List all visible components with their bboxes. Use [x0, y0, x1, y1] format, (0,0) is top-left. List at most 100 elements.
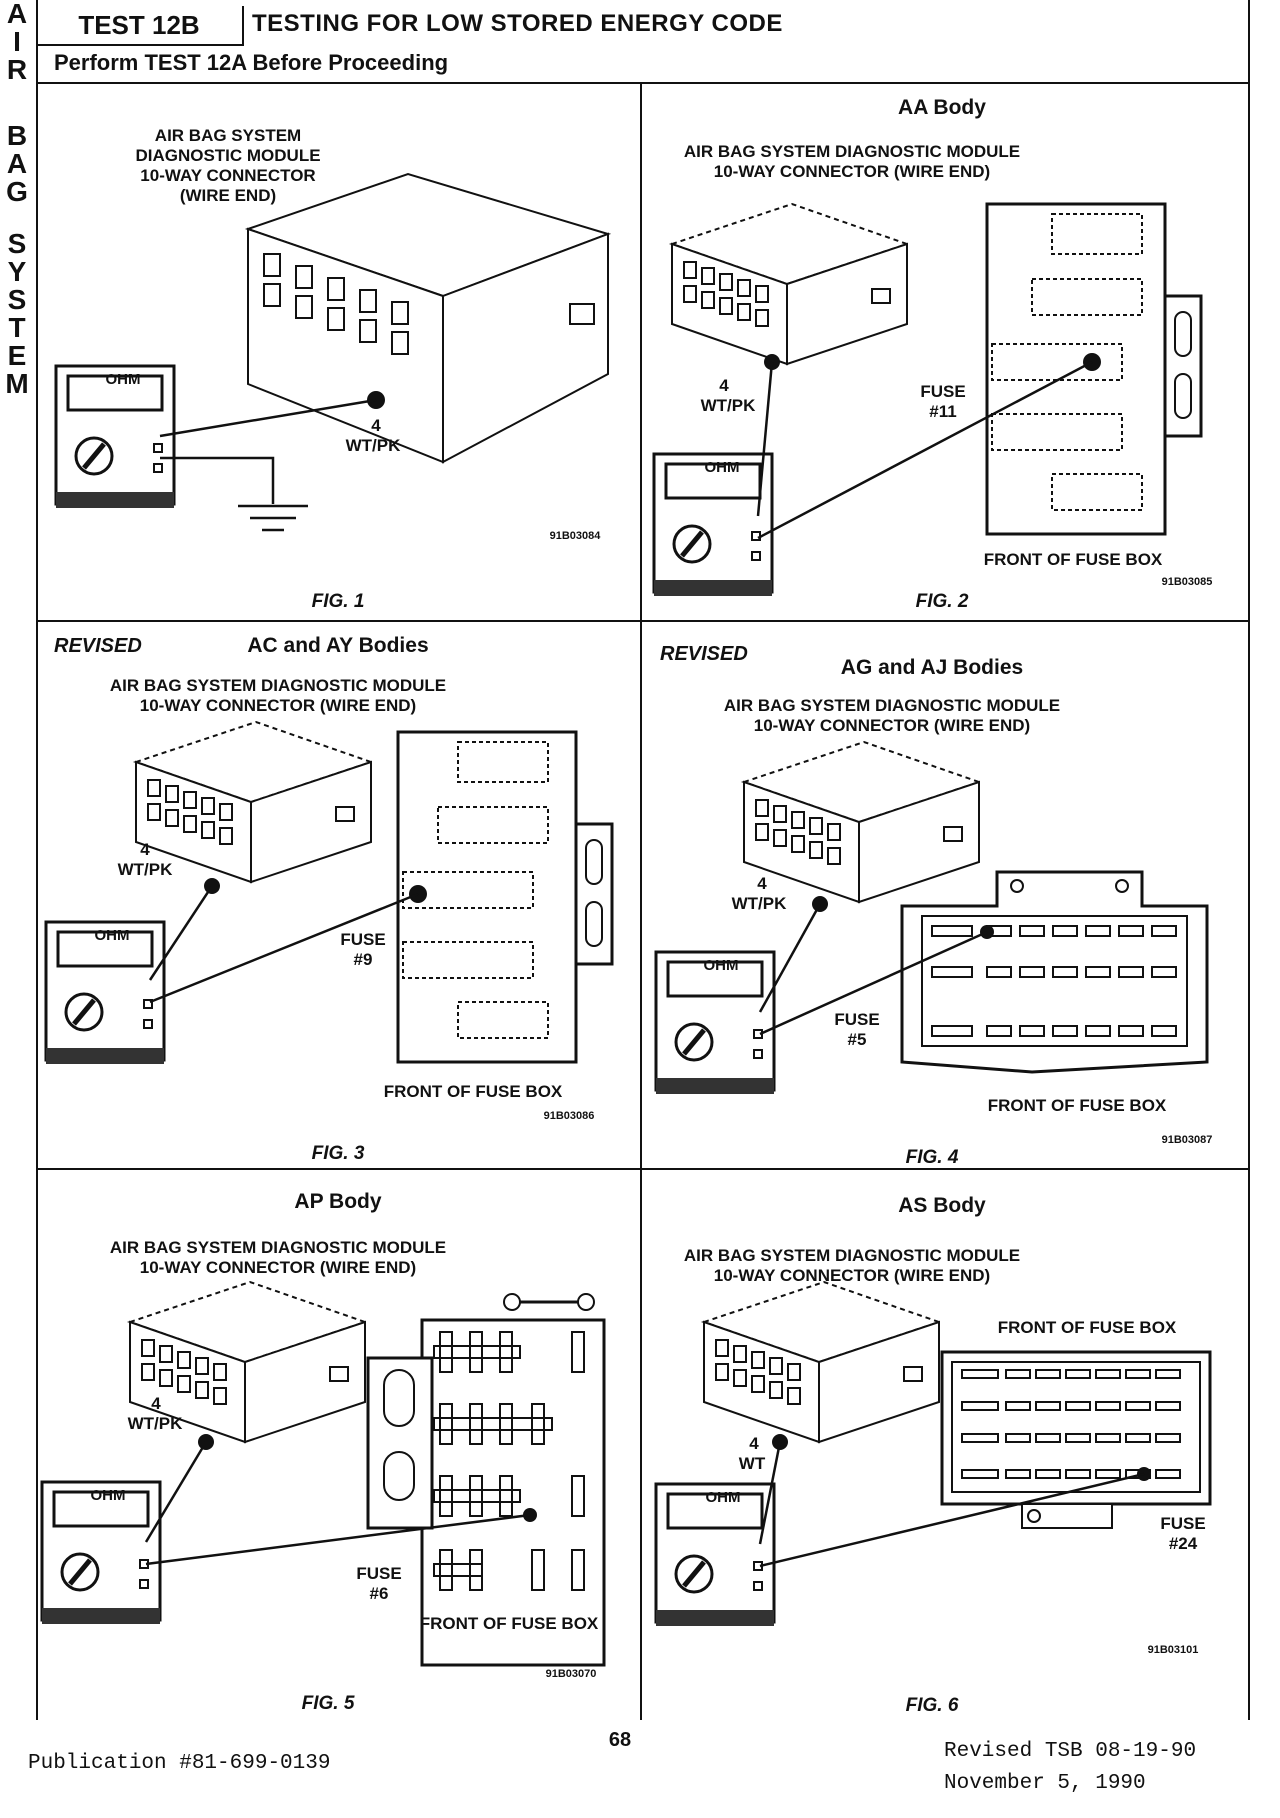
fuse-label: FUSE: [1160, 1514, 1206, 1533]
title-line: DIAGNOSTIC MODULE: [135, 146, 321, 165]
figure-code: 91B03086: [543, 1110, 595, 1122]
module-title: AIR BAG SYSTEM DIAGNOSTIC MODULE 10-WAY …: [88, 676, 468, 716]
side-letter: I: [13, 26, 21, 57]
module-title: AIR BAG SYSTEM DIAGNOSTIC MODULE 10-WAY …: [662, 1246, 1042, 1286]
fuse-label: FUSE: [356, 1564, 402, 1583]
page-title: TESTING FOR LOW STORED ENERGY CODE: [252, 10, 783, 37]
body-title: AA Body: [898, 96, 986, 119]
wire-color: WT/PK: [731, 894, 787, 913]
figure-caption: FIG. 1: [311, 591, 365, 612]
side-letter: A: [6, 0, 28, 29]
figure-caption: FIG. 5: [301, 1693, 355, 1714]
fig6-diagram: [642, 1281, 1212, 1720]
body-title: AG and AJ Bodies: [840, 656, 1024, 679]
divider: [640, 82, 642, 1720]
wire-color: WT/PK: [127, 1414, 183, 1433]
title-line: AIR BAG SYSTEM DIAGNOSTIC MODULE: [683, 142, 1021, 161]
title-line: 10-WAY CONNECTOR: [140, 166, 316, 185]
wire-number: 4: [749, 1434, 759, 1453]
title-line: AIR BAG SYSTEM DIAGNOSTIC MODULE: [723, 696, 1061, 715]
title-line: 10-WAY CONNECTOR (WIRE END): [139, 696, 417, 715]
side-letter: S: [7, 228, 27, 259]
wire-color: WT/PK: [345, 436, 401, 455]
figure-panel-6: AS Body AIR BAG SYSTEM DIAGNOSTIC MODULE…: [642, 1170, 1246, 1720]
figure-caption: FIG. 6: [905, 1695, 959, 1716]
revised-label: REVISED: [54, 635, 142, 657]
figure-code: 91B03101: [1147, 1644, 1199, 1656]
fig1-diagram: [38, 172, 612, 532]
figure-code: 91B03084: [549, 530, 601, 542]
side-letter: E: [7, 340, 27, 371]
ohm-meter-label: OHM: [703, 957, 739, 974]
title-line: AIR BAG SYSTEM DIAGNOSTIC MODULE: [109, 1238, 447, 1257]
title-line: 10-WAY CONNECTOR (WIRE END): [753, 716, 1031, 735]
fig2-diagram: [642, 202, 1203, 620]
fuse-label: FUSE: [920, 382, 966, 401]
side-letter: R: [6, 54, 28, 85]
side-section-label: A I R B A G S Y S T E M: [4, 0, 30, 398]
figure-code: 91B03087: [1161, 1134, 1213, 1146]
test-id: TEST 12B: [36, 6, 244, 46]
fuse-number: #5: [847, 1030, 867, 1049]
side-letter: S: [7, 284, 27, 315]
wire-number: 4: [757, 874, 767, 893]
figure-panel-3: REVISED AC and AY Bodies AIR BAG SYSTEM …: [38, 622, 640, 1168]
front-of-fuse-box-label: FRONT OF FUSE BOX: [383, 1082, 563, 1101]
fig5-diagram: [38, 1281, 606, 1667]
fig4-diagram: [642, 741, 1209, 1168]
title-line: AIR BAG SYSTEM: [154, 126, 302, 145]
fuse-number: #9: [353, 950, 373, 969]
figure-panel-5: AP Body AIR BAG SYSTEM DIAGNOSTIC MODULE…: [38, 1170, 640, 1720]
title-line: (WIRE END): [179, 186, 277, 205]
module-title: AIR BAG SYSTEM DIAGNOSTIC MODULE 10-WAY …: [702, 696, 1082, 736]
figure-panel-1: AIR BAG SYSTEM DIAGNOSTIC MODULE 10-WAY …: [38, 84, 640, 620]
figure-caption: FIG. 4: [905, 1147, 959, 1168]
ohm-meter-label: OHM: [105, 371, 141, 388]
module-title: AIR BAG SYSTEM DIAGNOSTIC MODULE 10-WAY …: [88, 1238, 468, 1278]
revised-label: REVISED: [660, 643, 748, 665]
ohm-meter-label: OHM: [90, 1487, 126, 1504]
divider: [36, 82, 1248, 84]
front-of-fuse-box-label: FRONT OF FUSE BOX: [987, 1096, 1167, 1115]
front-of-fuse-box-label: FRONT OF FUSE BOX: [983, 550, 1163, 569]
side-letter: Y: [7, 256, 27, 287]
side-letter: T: [8, 312, 26, 343]
page-frame: [36, 0, 1250, 1720]
figure-caption: FIG. 2: [915, 591, 969, 612]
module-title: AIR BAG SYSTEM DIAGNOSTIC MODULE 10-WAY …: [108, 126, 348, 206]
revision-note: Revised TSB 08-19-90: [944, 1740, 1197, 1763]
side-letter: M: [5, 368, 29, 399]
body-title: AS Body: [898, 1194, 986, 1217]
figure-code: 91B03085: [1161, 576, 1213, 588]
body-title: AP Body: [294, 1190, 382, 1213]
fuse-number: #6: [369, 1584, 389, 1603]
fuse-label: FUSE: [834, 1010, 880, 1029]
publication-number: Publication #81-699-0139: [28, 1752, 331, 1775]
title-line: AIR BAG SYSTEM DIAGNOSTIC MODULE: [109, 676, 447, 695]
fuse-label: FUSE: [340, 930, 386, 949]
fuse-number: #24: [1168, 1534, 1198, 1553]
wire-color: WT/PK: [700, 396, 756, 415]
page-number: 68: [608, 1729, 632, 1751]
title-line: AIR BAG SYSTEM DIAGNOSTIC MODULE: [683, 1246, 1021, 1265]
fuse-number: #11: [929, 402, 957, 421]
figure-panel-4: REVISED AG and AJ Bodies AIR BAG SYSTEM …: [642, 622, 1246, 1168]
figure-code: 91B03070: [545, 1668, 597, 1680]
wire-number: 4: [151, 1394, 161, 1413]
ohm-meter-label: OHM: [704, 459, 740, 476]
title-line: 10-WAY CONNECTOR (WIRE END): [713, 1266, 991, 1285]
divider: [36, 1168, 1248, 1170]
page-subtitle: Perform TEST 12A Before Proceeding: [54, 50, 449, 75]
side-letter: G: [6, 176, 28, 207]
module-title: AIR BAG SYSTEM DIAGNOSTIC MODULE 10-WAY …: [662, 142, 1042, 182]
front-of-fuse-box-label: FRONT OF FUSE BOX: [419, 1614, 599, 1633]
title-line: 10-WAY CONNECTOR (WIRE END): [713, 162, 991, 181]
figure-panel-2: AA Body AIR BAG SYSTEM DIAGNOSTIC MODULE…: [642, 84, 1246, 620]
side-letter: B: [6, 120, 28, 151]
front-of-fuse-box-label: FRONT OF FUSE BOX: [997, 1318, 1177, 1337]
wire-number: 4: [140, 840, 150, 859]
figure-caption: FIG. 3: [311, 1143, 365, 1164]
wire-number: 4: [719, 376, 729, 395]
side-letter: A: [6, 148, 28, 179]
fig3-diagram: [38, 721, 614, 1168]
